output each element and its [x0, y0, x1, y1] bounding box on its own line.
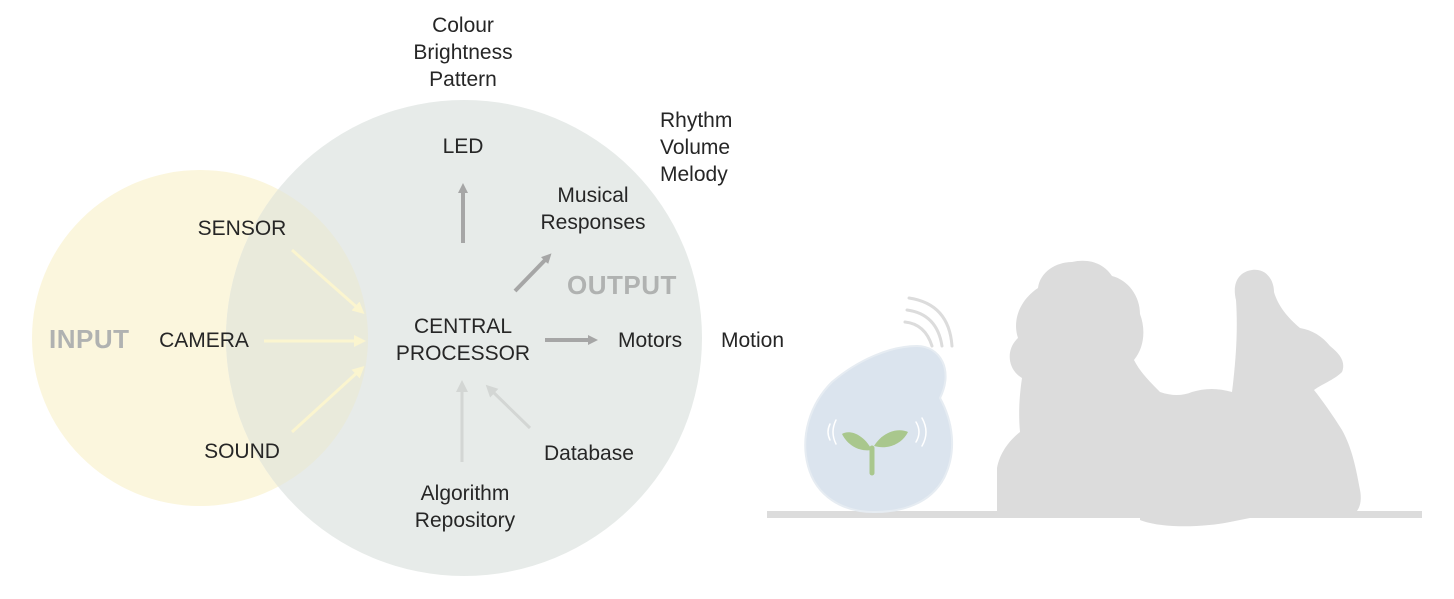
wifi-waves-icon: [903, 296, 954, 348]
led-attr-brightness: Brightness: [413, 41, 513, 64]
led-attributes-label: Colour Brightness Pattern: [413, 12, 512, 93]
musical-arrow: [513, 253, 552, 293]
musical-attr-melody: Melody: [660, 163, 728, 186]
motors-label: Motors: [618, 329, 683, 352]
database-label: Database: [544, 442, 634, 465]
sprout-icon: [842, 430, 908, 476]
sound-arrow: [290, 365, 365, 434]
sound-label: SOUND: [204, 440, 280, 463]
sensor-label: SENSOR: [197, 217, 287, 240]
musical-attributes-label: Rhythm Volume Melody: [660, 107, 732, 188]
musical-attr-rhythm: Rhythm: [660, 109, 733, 132]
device-vibration-icon: [827, 417, 927, 447]
central-processor-label: CENTRAL PROCESSOR: [396, 313, 530, 367]
central-processor-line-1: CENTRAL: [413, 315, 513, 338]
person-lying-silhouette-icon: [997, 260, 1361, 527]
device-illustration: [804, 296, 954, 514]
algorithm-repository-line-2: Repository: [414, 509, 516, 532]
central-processor-line-2: PROCESSOR: [395, 342, 531, 365]
motion-label: Motion: [721, 329, 785, 352]
output-circle: [226, 100, 702, 576]
musical-responses-label: Musical Responses: [540, 182, 645, 236]
algorithm-repository-line-1: Algorithm: [420, 482, 510, 505]
sensor-arrow: [291, 248, 365, 314]
musical-responses-line-1: Musical: [557, 184, 629, 207]
led-attr-pattern: Pattern: [429, 68, 497, 91]
led-attr-colour: Colour: [432, 14, 494, 37]
algorithm-repository-label: Algorithm Repository: [415, 480, 515, 534]
musical-attr-volume: Volume: [660, 136, 731, 159]
floor-line: [767, 511, 1422, 518]
musical-responses-line-2: Responses: [540, 211, 646, 234]
led-label: LED: [442, 135, 484, 158]
output-section-label: OUTPUT: [567, 270, 677, 300]
camera-label: CAMERA: [159, 329, 249, 352]
database-arrow: [485, 384, 532, 430]
input-section-label: INPUT: [49, 324, 130, 354]
